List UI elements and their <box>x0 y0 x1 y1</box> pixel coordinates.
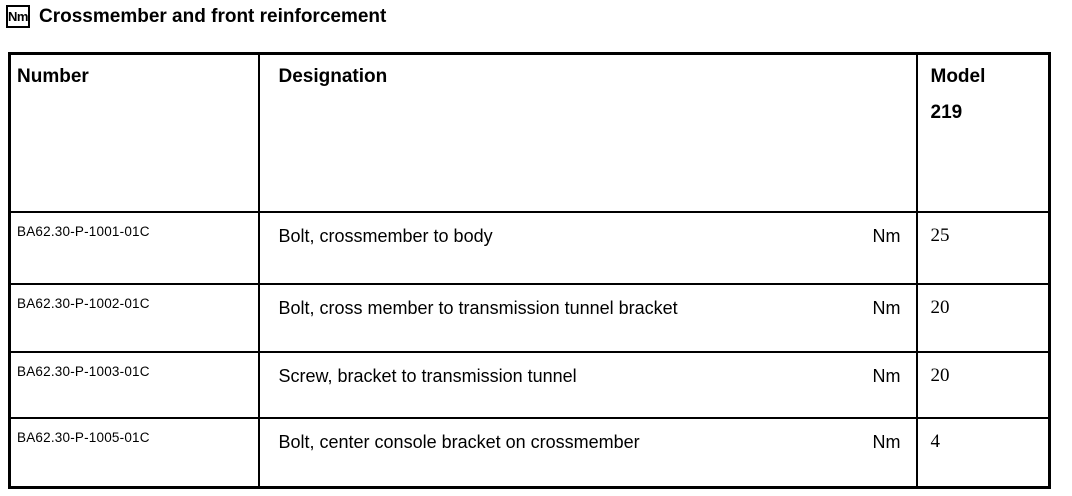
cell-designation: Screw, bracket to transmission tunnel Nm <box>257 350 918 419</box>
cell-number: BA62.30-P-1003-01C <box>8 350 260 419</box>
cell-torque-value: 4 <box>915 416 1051 489</box>
unit-label: Nm <box>872 365 901 386</box>
column-header-model-line1: Model <box>930 66 986 87</box>
table-row: BA62.30-P-1005-01C Bolt, center console … <box>8 416 1051 489</box>
cell-number: BA62.30-P-1001-01C <box>8 210 260 285</box>
cell-torque-value: 20 <box>915 350 1051 419</box>
cell-torque-value: 25 <box>915 210 1051 285</box>
cell-number: BA62.30-P-1002-01C <box>8 282 260 353</box>
column-header-model-219: Model 219 <box>915 52 1051 213</box>
table-header-row: Number Designation Model 219 <box>8 52 1051 213</box>
designation-text: Bolt, cross member to transmission tunne… <box>278 297 678 318</box>
unit-label: Nm <box>872 225 901 246</box>
designation-text: Bolt, crossmember to body <box>278 225 493 246</box>
column-header-number: Number <box>8 52 260 213</box>
document-header: Nm Crossmember and front reinforcement <box>6 5 386 28</box>
cell-designation: Bolt, cross member to transmission tunne… <box>257 282 918 353</box>
cell-designation: Bolt, crossmember to body Nm <box>257 210 918 285</box>
cell-designation: Bolt, center console bracket on crossmem… <box>257 416 918 489</box>
torque-nm-icon: Nm <box>6 5 30 28</box>
cell-torque-value: 20 <box>915 282 1051 353</box>
torque-nm-icon-label: Nm <box>8 9 28 24</box>
cell-number: BA62.30-P-1005-01C <box>8 416 260 489</box>
designation-text: Screw, bracket to transmission tunnel <box>278 365 577 386</box>
torque-spec-table: Number Designation Model 219 BA62.30-P-1… <box>8 52 1051 489</box>
table-row: BA62.30-P-1002-01C Bolt, cross member to… <box>8 282 1051 353</box>
page-title: Crossmember and front reinforcement <box>39 5 387 27</box>
column-header-designation: Designation <box>257 52 918 213</box>
unit-label: Nm <box>872 297 901 318</box>
unit-label: Nm <box>872 431 901 452</box>
column-header-model-line2: 219 <box>930 102 963 123</box>
table-row: BA62.30-P-1003-01C Screw, bracket to tra… <box>8 350 1051 419</box>
designation-text: Bolt, center console bracket on crossmem… <box>278 431 640 452</box>
table-row: BA62.30-P-1001-01C Bolt, crossmember to … <box>8 210 1051 285</box>
